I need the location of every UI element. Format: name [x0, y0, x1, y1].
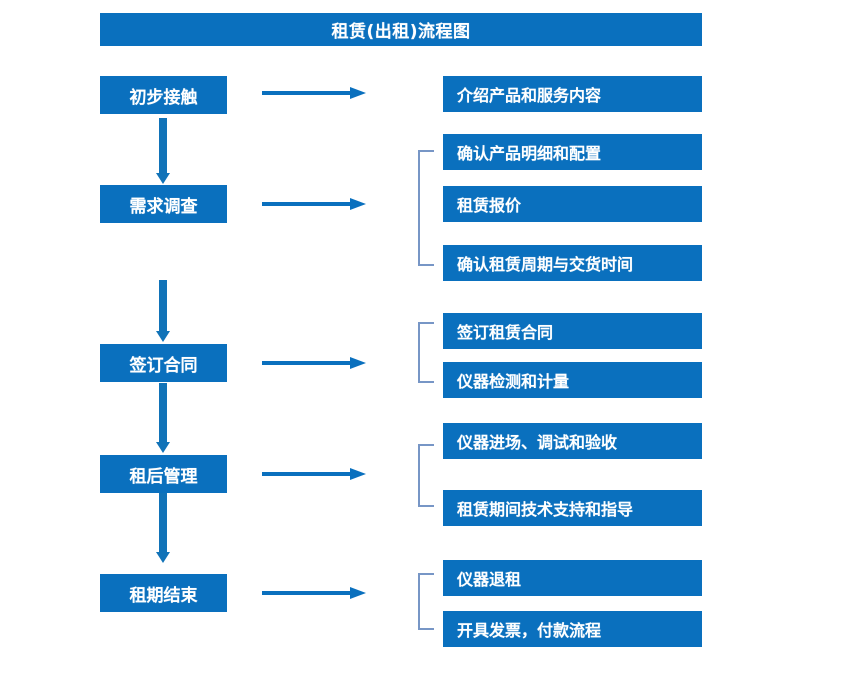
- arrow-shaft: [262, 202, 352, 206]
- detail-box-2-1[interactable]: 确认产品明细和配置: [443, 134, 702, 170]
- arrow-head: [156, 331, 170, 342]
- detail-box-3-2[interactable]: 仪器检测和计量: [443, 362, 702, 398]
- arrow-head: [350, 87, 366, 99]
- arrow-shaft: [159, 280, 167, 331]
- right-arrow-icon-5: [262, 585, 366, 601]
- stage-box-1[interactable]: 初步接触: [100, 76, 227, 114]
- arrow-shaft: [262, 91, 352, 95]
- detail-box-3-1[interactable]: 签订租赁合同: [443, 313, 702, 349]
- right-arrow-icon-2: [262, 196, 366, 212]
- arrow-head: [350, 198, 366, 210]
- arrow-shaft: [262, 591, 352, 595]
- detail-box-4-2[interactable]: 租赁期间技术支持和指导: [443, 490, 702, 526]
- arrow-shaft: [159, 118, 167, 173]
- stage-box-5[interactable]: 租期结束: [100, 574, 227, 612]
- down-arrow-icon-3: [155, 383, 171, 453]
- bracket-connector-4: [418, 444, 434, 507]
- bracket-connector-5: [418, 573, 434, 630]
- arrow-shaft: [262, 361, 352, 365]
- detail-box-1-1[interactable]: 介绍产品和服务内容: [443, 76, 702, 112]
- detail-box-2-2[interactable]: 租赁报价: [443, 186, 702, 222]
- stage-box-3[interactable]: 签订合同: [100, 344, 227, 382]
- right-arrow-icon-4: [262, 466, 366, 482]
- bracket-connector-3: [418, 322, 434, 383]
- arrow-head: [156, 552, 170, 563]
- down-arrow-icon-1: [155, 118, 171, 184]
- right-arrow-icon-3: [262, 355, 366, 371]
- arrow-shaft: [262, 472, 352, 476]
- arrow-head: [156, 442, 170, 453]
- bracket-connector-2: [418, 150, 434, 266]
- arrow-head: [350, 587, 366, 599]
- detail-box-2-3[interactable]: 确认租赁周期与交货时间: [443, 245, 702, 281]
- detail-box-5-1[interactable]: 仪器退租: [443, 560, 702, 596]
- arrow-shaft: [159, 493, 167, 552]
- arrow-head: [156, 173, 170, 184]
- down-arrow-icon-2: [155, 280, 171, 342]
- arrow-shaft: [159, 383, 167, 442]
- arrow-head: [350, 357, 366, 369]
- stage-box-2[interactable]: 需求调查: [100, 185, 227, 223]
- flowchart-title: 租赁(出租)流程图: [100, 13, 702, 46]
- stage-box-4[interactable]: 租后管理: [100, 455, 227, 493]
- arrow-head: [350, 468, 366, 480]
- right-arrow-icon-1: [262, 85, 366, 101]
- down-arrow-icon-4: [155, 493, 171, 563]
- detail-box-5-2[interactable]: 开具发票，付款流程: [443, 611, 702, 647]
- detail-box-4-1[interactable]: 仪器进场、调试和验收: [443, 423, 702, 459]
